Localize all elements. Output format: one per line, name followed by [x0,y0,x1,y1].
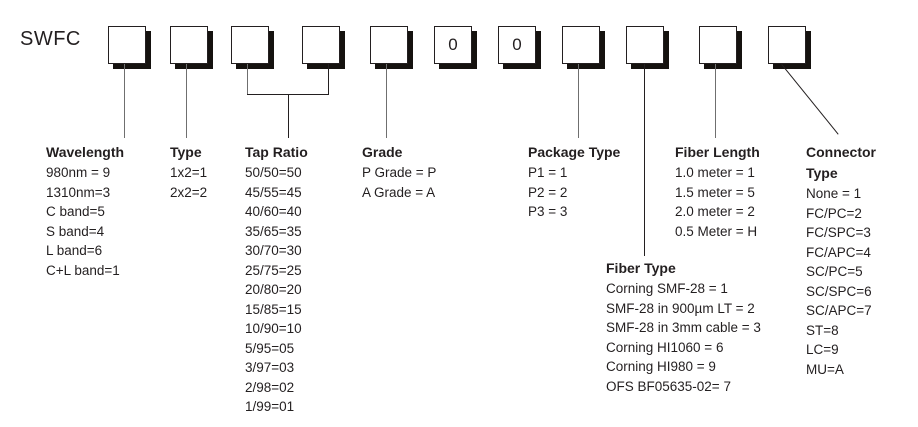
column-heading-tap-ratio: Tap Ratio [245,144,308,160]
connector-type-item: SC/SPC=6 [806,283,872,299]
column-package-type: Package Type P1 = 1 P2 = 2 P3 = 3 [528,142,620,222]
tap-ratio-box-1[interactable] [231,26,269,64]
column-heading-type: Type [170,144,202,160]
grade-item: A Grade = A [362,184,436,200]
tap-ratio-box-2[interactable] [302,26,340,64]
tap-ratio-item: 45/55=45 [245,184,302,200]
column-grade: Grade P Grade = P A Grade = A [362,142,436,202]
fixed-zero-box-1: 0 [434,26,472,64]
leader-line-connector-type [781,64,839,135]
grade-box[interactable] [370,26,408,64]
column-type: Type 1x2=1 2x2=2 [170,142,207,202]
package-type-item: P2 = 2 [528,184,568,200]
tap-ratio-item: 15/85=15 [245,301,302,317]
package-type-box[interactable] [562,26,600,64]
column-fiber-type: Fiber Type Corning SMF-28 = 1 SMF-28 in … [606,258,761,396]
connector-type-item: MU=A [806,361,844,377]
fiber-length-item: 0.5 Meter = H [675,223,758,239]
wavelength-item: S band=4 [46,223,105,239]
column-heading-fiber-type: Fiber Type [606,260,676,276]
column-heading-grade: Grade [362,144,403,160]
tap-ratio-item: 2/98=02 [245,379,295,395]
fiber-type-item: SMF-28 in 3mm cable = 3 [606,320,761,335]
fixed-zero-box-2: 0 [498,26,536,64]
leader-line-tap-ratio-stem [288,94,290,138]
package-type-item: P1 = 1 [528,165,568,180]
type-item: 2x2=2 [170,184,208,200]
column-heading-wavelength: Wavelength [46,144,125,160]
wavelength-item: L band=6 [46,243,103,258]
column-tap-ratio: Tap Ratio 50/50=50 45/55=45 40/60=40 35/… [245,142,308,417]
connector-type-item: FC/SPC=3 [806,225,871,240]
grade-item: P Grade = P [362,165,437,180]
fiber-length-item: 1.5 meter = 5 [675,184,755,200]
fiber-length-box[interactable] [699,26,737,64]
column-heading-fiber-length: Fiber Length [675,144,760,160]
connector-type-item: LC=9 [806,342,839,357]
prefix-label: SWFC [20,28,81,50]
tap-ratio-item: 1/99=01 [245,399,295,414]
connector-type-item: None = 1 [806,186,862,201]
fiber-type-item: Corning HI980 = 9 [606,359,716,374]
leader-line-grade [386,64,388,138]
tap-ratio-item: 30/70=30 [245,243,302,258]
connector-type-box[interactable] [768,26,806,64]
tap-ratio-item: 20/80=20 [245,282,302,297]
column-connector-type: Connector Type None = 1 FC/PC=2 FC/SPC=3… [806,142,876,379]
tap-ratio-item: 5/95=05 [245,340,295,356]
wavelength-item: C band=5 [46,204,105,219]
fiber-length-item: 1.0 meter = 1 [675,165,755,180]
fiber-type-item: Corning SMF-28 = 1 [606,281,728,296]
type-box[interactable] [170,26,208,64]
fiber-type-item: Corning HI1060 = 6 [606,339,724,355]
tap-ratio-item: 10/90=10 [245,321,302,336]
leader-line-wavelength [124,64,126,138]
wavelength-item: 1310nm=3 [46,184,111,200]
tap-ratio-item: 25/75=25 [245,262,302,278]
column-fiber-length: Fiber Length 1.0 meter = 1 1.5 meter = 5… [675,142,760,241]
connector-type-item: SC/APC=7 [806,303,872,318]
leader-line-type [186,64,188,138]
type-item: 1x2=1 [170,165,208,180]
leader-line-tap-ratio-right [328,64,330,95]
leader-line-fiber-length [715,64,717,138]
column-heading-package-type: Package Type [528,144,621,160]
tap-ratio-item: 50/50=50 [245,165,302,180]
column-heading-connector-type-line2: Type [806,165,838,181]
tap-ratio-item: 3/97=03 [245,360,295,375]
package-type-item: P3 = 3 [528,204,568,219]
connector-type-item: SC/PC=5 [806,264,863,279]
connector-type-item: FC/APC=4 [806,244,871,260]
leader-line-fiber-type [644,64,646,256]
fiber-type-item: OFS BF05635-02= 7 [606,378,731,394]
fiber-type-box[interactable] [626,26,664,64]
wavelength-item: C+L band=1 [46,262,120,278]
tap-ratio-item: 35/65=35 [245,223,302,239]
leader-line-tap-ratio-left [247,64,249,95]
wavelength-item: 980nm = 9 [46,165,111,180]
connector-type-item: FC/PC=2 [806,205,862,221]
connector-type-item: ST=8 [806,322,839,338]
column-wavelength: Wavelength 980nm = 9 1310nm=3 C band=5 S… [46,142,124,280]
column-heading-connector-type: Connector [806,144,876,160]
wavelength-box[interactable] [108,26,146,64]
fiber-type-item: SMF-28 in 900µm LT = 2 [606,300,755,316]
leader-line-package-type [578,64,580,138]
fiber-length-item: 2.0 meter = 2 [675,204,755,219]
tap-ratio-item: 40/60=40 [245,204,302,219]
